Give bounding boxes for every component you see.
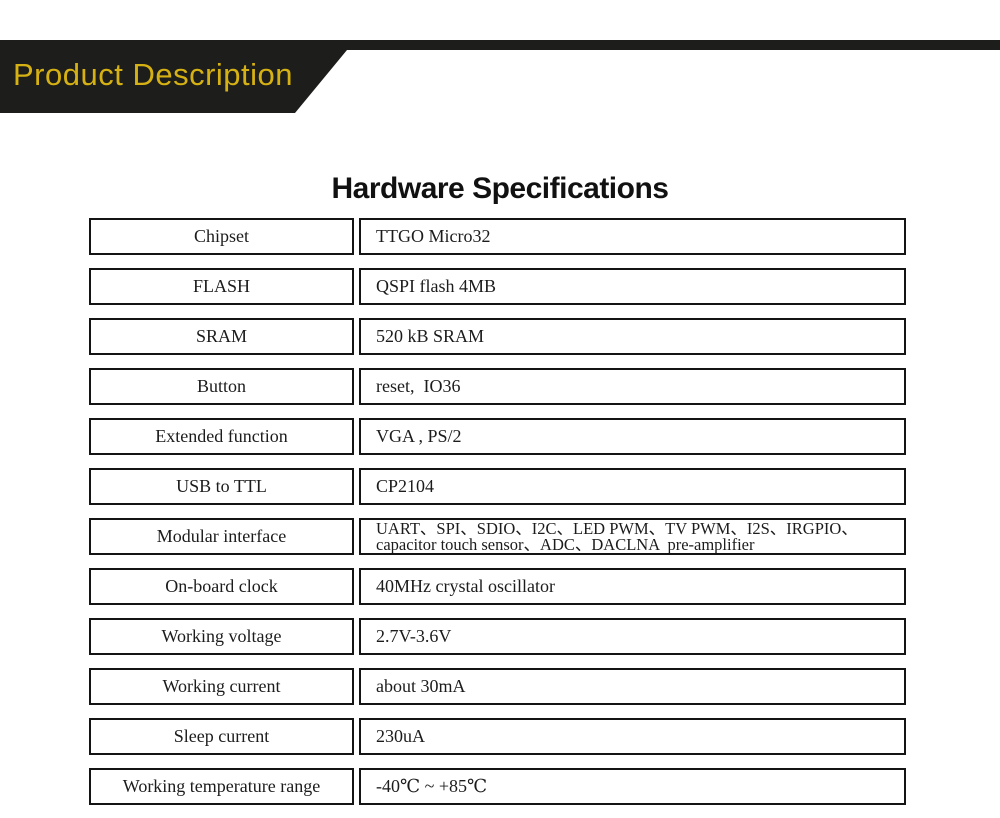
spec-value: 520 kB SRAM bbox=[359, 318, 906, 355]
spec-label: Sleep current bbox=[89, 718, 354, 755]
table-row: Working voltage 2.7V-3.6V bbox=[89, 618, 906, 655]
spec-value: VGA , PS/2 bbox=[359, 418, 906, 455]
table-row: Extended function VGA , PS/2 bbox=[89, 418, 906, 455]
spec-label: Working temperature range bbox=[89, 768, 354, 805]
table-row: On-board clock 40MHz crystal oscillator bbox=[89, 568, 906, 605]
table-row: Modular interface UART、SPI、SDIO、I2C、LED … bbox=[89, 518, 906, 555]
spec-label: USB to TTL bbox=[89, 468, 354, 505]
spec-label: Modular interface bbox=[89, 518, 354, 555]
table-row: FLASH QSPI flash 4MB bbox=[89, 268, 906, 305]
banner-title: Product Description bbox=[13, 57, 294, 92]
spec-label: Working voltage bbox=[89, 618, 354, 655]
page-title: Hardware Specifications bbox=[331, 172, 669, 206]
table-row: USB to TTL CP2104 bbox=[89, 468, 906, 505]
spec-label: Working current bbox=[89, 668, 354, 705]
spec-label: FLASH bbox=[89, 268, 354, 305]
spec-value: 40MHz crystal oscillator bbox=[359, 568, 906, 605]
spec-value: UART、SPI、SDIO、I2C、LED PWM、TV PWM、I2S、IRG… bbox=[359, 518, 906, 555]
table-row: Sleep current 230uA bbox=[89, 718, 906, 755]
spec-label: SRAM bbox=[89, 318, 354, 355]
spec-value: TTGO Micro32 bbox=[359, 218, 906, 255]
spec-value: reset, IO36 bbox=[359, 368, 906, 405]
spec-value: 230uA bbox=[359, 718, 906, 755]
spec-label: Chipset bbox=[89, 218, 354, 255]
product-description-banner: Product Description bbox=[0, 40, 1000, 113]
table-row: Button reset, IO36 bbox=[89, 368, 906, 405]
spec-value: about 30mA bbox=[359, 668, 906, 705]
table-row: Working current about 30mA bbox=[89, 668, 906, 705]
spec-label: Button bbox=[89, 368, 354, 405]
spec-value: 2.7V-3.6V bbox=[359, 618, 906, 655]
hardware-specs-table: Chipset TTGO Micro32 FLASH QSPI flash 4M… bbox=[89, 218, 906, 818]
spec-value: QSPI flash 4MB bbox=[359, 268, 906, 305]
spec-value: -40℃ ~ +85℃ bbox=[359, 768, 906, 805]
table-row: SRAM 520 kB SRAM bbox=[89, 318, 906, 355]
table-row: Working temperature range -40℃ ~ +85℃ bbox=[89, 768, 906, 805]
table-row: Chipset TTGO Micro32 bbox=[89, 218, 906, 255]
spec-label: On-board clock bbox=[89, 568, 354, 605]
spec-value: CP2104 bbox=[359, 468, 906, 505]
spec-label: Extended function bbox=[89, 418, 354, 455]
